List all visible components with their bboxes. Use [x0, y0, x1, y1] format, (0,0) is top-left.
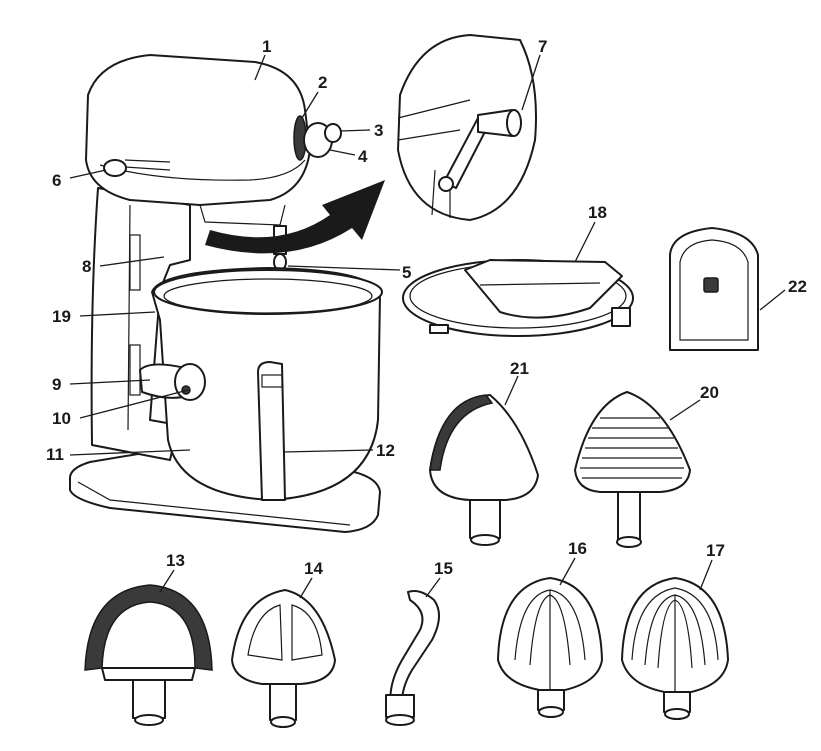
dough-hook — [385, 590, 440, 726]
callout-16: 16 — [568, 539, 587, 558]
stand-mixer — [69, 54, 385, 533]
callout-14: 14 — [304, 559, 323, 578]
callout-20: 20 — [700, 383, 719, 402]
eleven-wire-whip — [621, 577, 729, 720]
callout-8: 8 — [82, 257, 91, 276]
callout-21: 21 — [510, 359, 529, 378]
pastry-beater — [574, 391, 691, 548]
callout-3: 3 — [374, 121, 383, 140]
callout-13: 13 — [166, 551, 185, 570]
logo-mixer-icon — [703, 277, 719, 293]
flex-edge-beater — [429, 394, 539, 546]
callout-15: 15 — [434, 559, 453, 578]
callout-9: 9 — [52, 375, 61, 394]
flex-edge-beater-small — [84, 584, 213, 726]
wire-whip — [497, 577, 603, 718]
callout-4: 4 — [358, 147, 368, 166]
callout-6: 6 — [52, 171, 61, 190]
callout-labels: 1 2 3 4 5 6 7 8 9 10 11 12 13 14 15 16 1… — [46, 37, 807, 578]
callout-10: 10 — [52, 409, 71, 428]
callout-22: 22 — [788, 277, 807, 296]
pouring-shield — [402, 259, 634, 337]
callout-2: 2 — [318, 73, 327, 92]
callout-11: 11 — [46, 445, 64, 464]
callout-7: 7 — [538, 37, 547, 56]
callout-12: 12 — [376, 441, 395, 460]
bowl-cover — [669, 227, 759, 351]
callout-18: 18 — [588, 203, 607, 222]
callout-1: 1 — [262, 37, 271, 56]
callout-5: 5 — [402, 263, 411, 282]
speed-knob — [103, 159, 127, 177]
flat-beater — [231, 589, 336, 728]
hub-knob — [324, 123, 342, 143]
speed-scale — [124, 159, 171, 171]
callout-17: 17 — [706, 541, 725, 560]
bowl-lift-lever-inset — [397, 34, 537, 221]
rotation-arrow-icon — [205, 180, 385, 254]
callout-19: 19 — [52, 307, 71, 326]
leader-lines — [69, 54, 786, 599]
